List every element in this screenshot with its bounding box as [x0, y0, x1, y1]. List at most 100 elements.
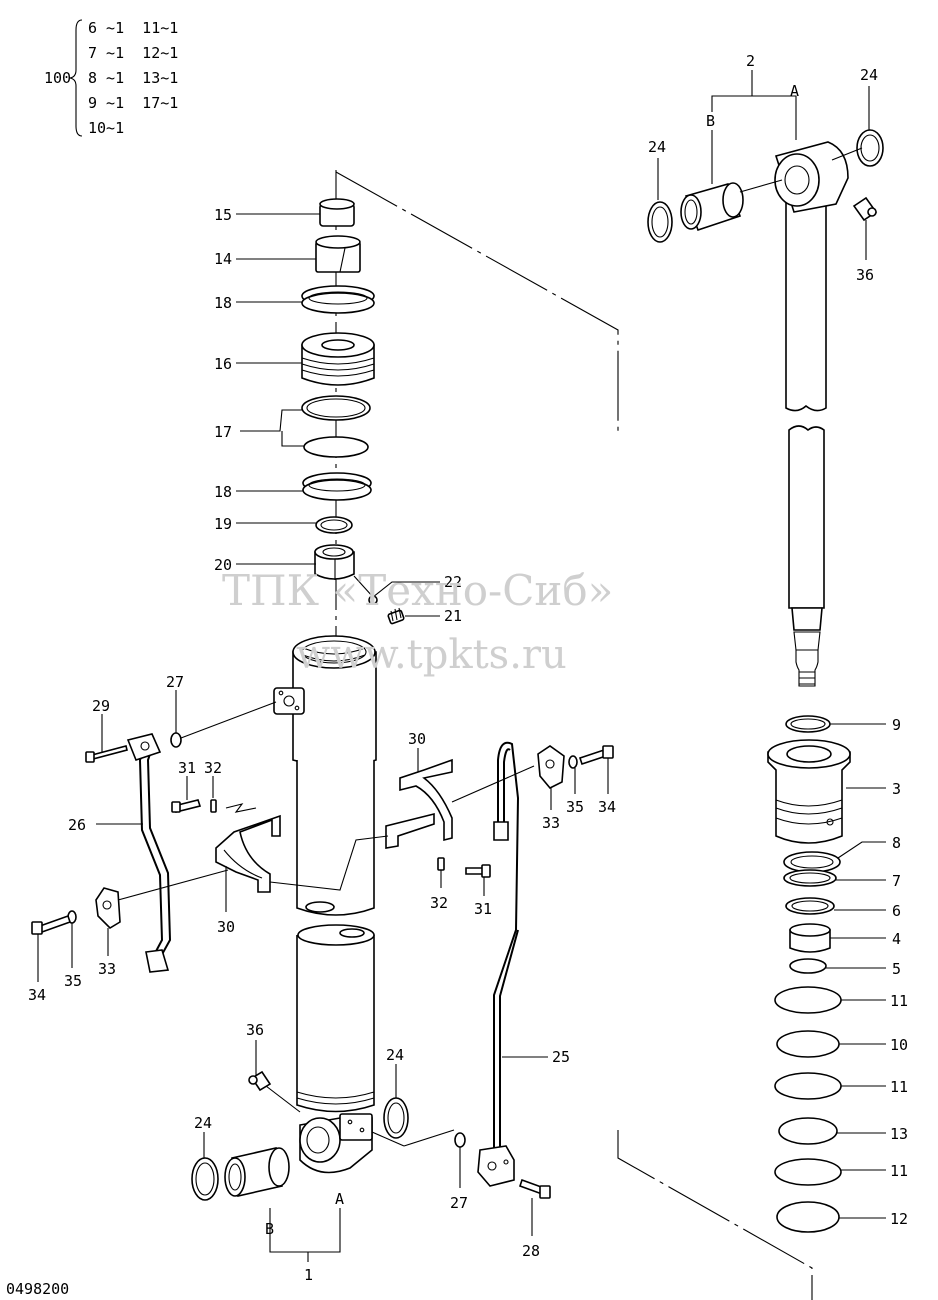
label-18-lower: 18 [214, 483, 232, 501]
nut-20 [314, 544, 355, 580]
kit-row-1: 6 ~1 11~1 [88, 19, 178, 37]
label-14: 14 [214, 250, 232, 268]
label-35-left: 35 [64, 972, 82, 990]
cylinder-tube-1 [273, 635, 377, 1174]
rod-seal-6 [785, 897, 835, 915]
label-8: 8 [892, 834, 901, 852]
bushing-b-lower [224, 1147, 290, 1197]
drawing-number: 0498200 [6, 1280, 69, 1298]
rod-cover-3 [767, 739, 851, 844]
label-30-right: 30 [408, 730, 426, 748]
backup-ring-10 [776, 1030, 840, 1058]
label-22: 22 [444, 573, 462, 591]
label-34-right: 34 [598, 798, 616, 816]
o-ring-11-a [774, 986, 842, 1014]
pipe-26 [126, 733, 172, 973]
o-ring-27-right [454, 1132, 466, 1148]
label-a-lower: A [335, 1190, 344, 1208]
bushing-4 [789, 923, 831, 953]
label-18-upper: 18 [214, 294, 232, 312]
label-5: 5 [892, 960, 901, 978]
seal-24-lower-left [191, 1157, 219, 1201]
piston-rod-2 [774, 141, 849, 687]
label-20: 20 [214, 556, 232, 574]
seal-24-upper-left [647, 201, 673, 243]
label-10: 10 [890, 1036, 908, 1054]
label-a-upper: A [790, 82, 799, 100]
label-24-lower-right: 24 [386, 1046, 404, 1064]
label-29: 29 [92, 697, 110, 715]
kit-row-4: 9 ~1 17~1 [88, 94, 178, 112]
seal-24-upper-right [856, 129, 884, 167]
grease-fitting-36-upper [852, 196, 878, 222]
watermark-url: www.tpkts.ru [296, 632, 567, 678]
bolt-31-right [465, 864, 491, 878]
label-33-left: 33 [98, 960, 116, 978]
label-6: 6 [892, 902, 901, 920]
buffer-ring-7 [783, 869, 837, 887]
pipe-25 [477, 741, 520, 1187]
label-b-lower: B [265, 1220, 274, 1238]
kit-number: 100 [44, 69, 71, 87]
steel-ball-22 [368, 595, 378, 605]
label-15: 15 [214, 206, 232, 224]
wear-ring-18-lower [302, 472, 372, 501]
label-11-c: 11 [890, 1162, 908, 1180]
label-35-right: 35 [566, 798, 584, 816]
label-28: 28 [522, 1242, 540, 1260]
watermark-company: ТПК «Техно-Сиб» [222, 566, 613, 615]
label-24-upper-left: 24 [648, 138, 666, 156]
snap-ring-5 [789, 958, 827, 974]
label-21: 21 [444, 607, 462, 625]
label-9: 9 [892, 716, 901, 734]
lock-washer-32-right [437, 857, 445, 871]
label-2: 2 [746, 52, 755, 70]
o-ring-11-c [774, 1158, 842, 1186]
o-ring-11-b [774, 1072, 842, 1100]
grease-fitting-36-lower [248, 1070, 301, 1113]
label-11-b: 11 [890, 1078, 908, 1096]
o-ring-27-left [170, 732, 182, 748]
label-3: 3 [892, 780, 901, 798]
clamp-30-left [215, 814, 281, 893]
kit-legend: 100 6 ~1 11~1 7 ~1 12~1 8 ~1 13~1 9 ~1 1… [44, 19, 178, 137]
kit-row-3: 8 ~1 13~1 [88, 69, 178, 87]
label-36-lower: 36 [246, 1021, 264, 1039]
backup-ring-13 [778, 1117, 838, 1145]
label-27-upper: 27 [166, 673, 184, 691]
label-16: 16 [214, 355, 232, 373]
label-27-lower: 27 [450, 1194, 468, 1212]
o-ring-9 [785, 715, 831, 733]
label-34-left: 34 [28, 986, 46, 1004]
label-17: 17 [214, 423, 232, 441]
bushing-b-upper [680, 182, 744, 232]
label-36-upper: 36 [856, 266, 874, 284]
washer-35-right [568, 755, 578, 769]
bolt-34-right [578, 745, 614, 766]
clamp-block-33-right [537, 745, 565, 789]
watermark: ТПК «Техно-Сиб» www.tpkts.ru [222, 566, 613, 678]
label-7: 7 [892, 872, 901, 890]
seal-set-17 [301, 395, 371, 458]
bushing-15 [319, 198, 355, 227]
kit-row-2: 7 ~1 12~1 [88, 44, 178, 62]
leader-lines [37, 70, 886, 1262]
leader-clamp-link [269, 835, 389, 891]
backup-ring-8 [783, 851, 841, 873]
label-11-a: 11 [890, 992, 908, 1010]
label-1: 1 [304, 1266, 313, 1284]
backup-ring-12 [776, 1201, 840, 1233]
label-31-left: 31 [178, 759, 196, 777]
label-b-upper: B [706, 112, 715, 130]
clamp-30-right [385, 758, 453, 849]
sleeve-14 [315, 235, 361, 273]
label-30-left: 30 [217, 918, 235, 936]
label-26: 26 [68, 816, 86, 834]
label-12: 12 [890, 1210, 908, 1228]
label-13: 13 [890, 1125, 908, 1143]
label-24-upper-right: 24 [860, 66, 878, 84]
label-19: 19 [214, 515, 232, 533]
bolt-34-left [31, 914, 72, 935]
label-33-right: 33 [542, 814, 560, 832]
